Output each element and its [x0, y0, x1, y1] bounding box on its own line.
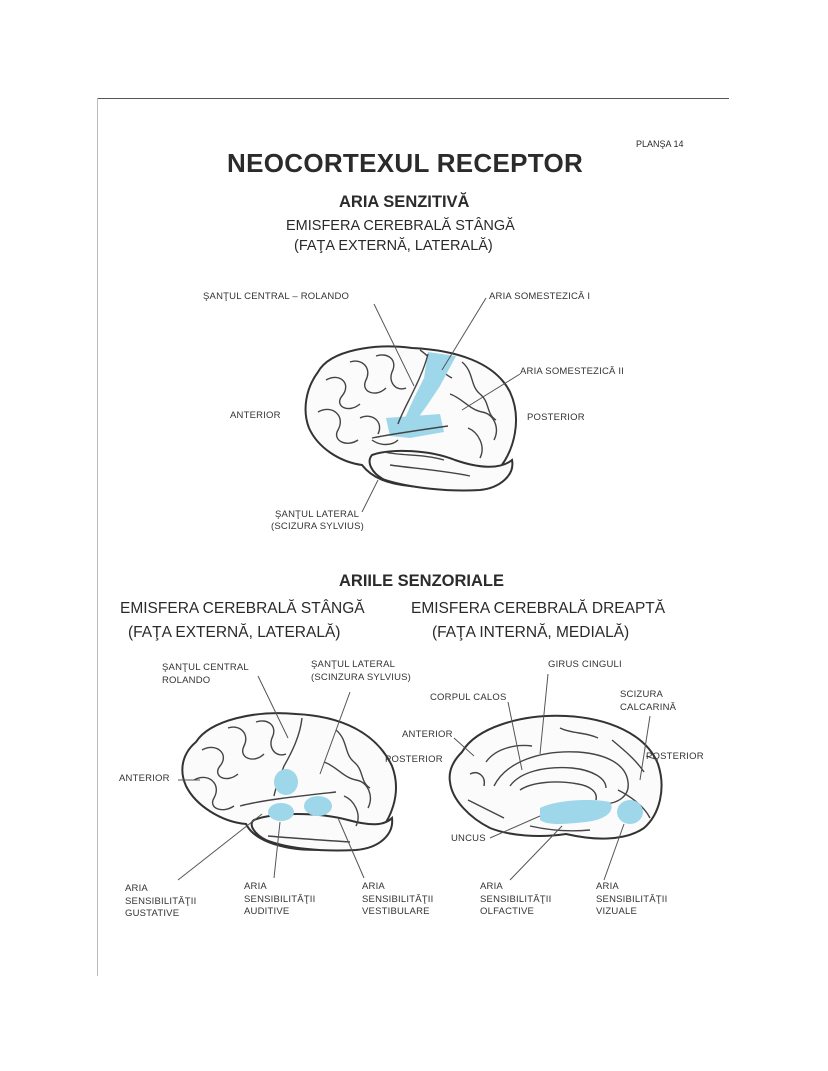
label-aria-vestibulare: ARIA SENSIBILITĂŢII VESTIBULARE [362, 881, 434, 917]
right-hemisphere-title: EMISFERA CEREBRALĂ DREAPTĂ [411, 600, 666, 617]
label-posterior: POSTERIOR [527, 412, 585, 423]
label-santul-central: ŞANŢUL CENTRAL – ROLANDO [203, 291, 350, 302]
brain-lateral-bottom [177, 675, 397, 881]
label-aria-vizuale: ARIA SENSIBILITĂŢII VIZUALE [596, 881, 668, 917]
label-aria-olfactive: ARIA SENSIBILITĂŢII OLFACTIVE [480, 881, 552, 917]
label-right-posterior: POSTERIOR [646, 751, 704, 762]
label-aria-somestezica-1: ARIA SOMESTEZICĂ I [489, 291, 591, 302]
section2-heading: ARIILE SENZORIALE [339, 572, 505, 590]
right-hemisphere-subtitle: (FAŢA INTERNĂ, MEDIALĂ) [432, 624, 630, 641]
label-santul-lateral: ŞANŢUL LATERAL [275, 509, 360, 520]
label-corpul-calos: CORPUL CALOS [430, 692, 507, 703]
label-right-anterior: ANTERIOR [402, 729, 453, 740]
label-left-anterior: ANTERIOR [119, 773, 170, 784]
brain-lateral-top [304, 297, 521, 513]
label-scizura-calcarina: SCIZURA CALCARINĂ [620, 689, 677, 713]
page-title-text: NEOCORTEXUL RECEPTOR [227, 148, 584, 178]
label-aria-auditive: ARIA SENSIBILITĂŢII AUDITIVE [244, 881, 316, 917]
label-right-posterior-left: POSTERIOR [385, 754, 443, 765]
left-hemisphere-title: EMISFERA CEREBRALĂ STÂNGĂ [120, 600, 365, 617]
left-rule [97, 98, 98, 976]
label-girus-cinguli: GIRUS CINGULI [548, 659, 622, 670]
label-left-santul-lateral: ŞANŢUL LATERAL (SCINZURA SYLVIUS) [311, 659, 412, 683]
plate-number: PLANŞA 14 [636, 139, 684, 149]
label-aria-gustative: ARIA SENSIBILITĂŢII GUSTATIVE [125, 883, 197, 919]
label-aria-somestezica-2: ARIA SOMESTEZICĂ II [520, 366, 625, 377]
section1-subtitle-1: EMISFERA CEREBRALĂ STÂNGĂ [286, 218, 515, 234]
section1-heading: ARIA SENZITIVĂ [339, 193, 470, 211]
label-scizura-sylvius: (SCIZURA SYLVIUS) [271, 521, 364, 532]
left-hemisphere-subtitle: (FAŢA EXTERNĂ, LATERALĂ) [128, 624, 341, 641]
label-left-santul-central: ŞANŢUL CENTRAL ROLANDO [162, 662, 249, 686]
label-anterior: ANTERIOR [230, 410, 281, 421]
top-rule [97, 98, 729, 99]
section1-subtitle-2: (FAŢA EXTERNĂ, LATERALĂ) [294, 238, 493, 254]
brain-medial-bottom [448, 673, 663, 881]
label-uncus: UNCUS [451, 833, 486, 844]
